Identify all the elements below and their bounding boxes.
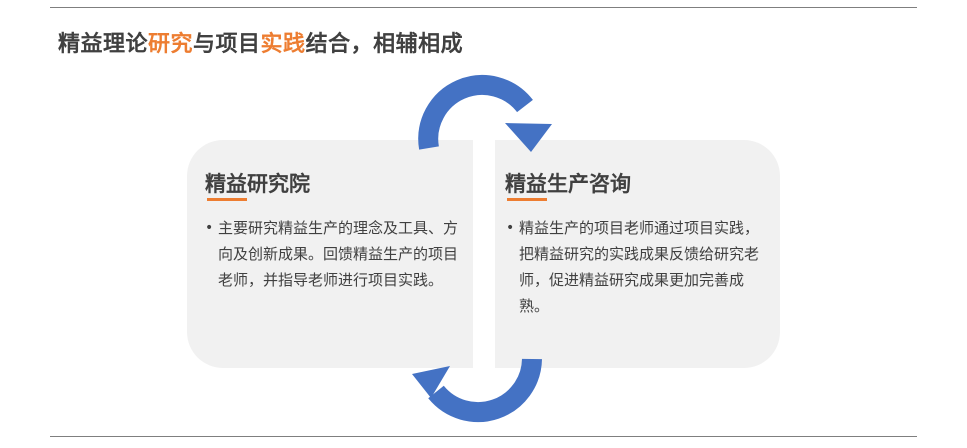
title-part-5: 结合，相辅相成 xyxy=(305,32,464,57)
heading-underline xyxy=(507,198,547,201)
bottom-divider xyxy=(50,436,917,437)
bullet-item: • 主要研究精益生产的理念及工具、方向及创新成果。回馈精益生产的项目老师，并指导… xyxy=(205,215,465,293)
title-part-1: 精益理论 xyxy=(58,32,149,57)
bullet-text: 精益生产的项目老师通过项目实践，把精益研究的实践成果反馈给研究老师，促进精益研究… xyxy=(519,219,760,315)
bullet-dot-icon: • xyxy=(205,220,214,236)
title-highlight-practice: 实践 xyxy=(260,32,306,57)
title-highlight-research: 研究 xyxy=(148,32,194,57)
card-lean-research-institute: 精益研究院 • 主要研究精益生产的理念及工具、方向及创新成果。回馈精益生产的项目… xyxy=(187,140,473,368)
heading-underline xyxy=(207,198,247,201)
bullet-item: • 精益生产的项目老师通过项目实践，把精益研究的实践成果反馈给研究老师，促进精益… xyxy=(506,215,766,319)
card-heading: 精益研究院 xyxy=(205,172,310,196)
bullet-text: 主要研究精益生产的理念及工具、方向及创新成果。回馈精益生产的项目老师，并指导老师… xyxy=(218,219,459,289)
title-part-3: 与项目 xyxy=(193,32,261,57)
page-title: 精益理论研究与项目实践结合，相辅相成 xyxy=(58,26,463,58)
bullet-dot-icon: • xyxy=(506,220,515,236)
card-lean-production-consulting: 精益生产咨询 • 精益生产的项目老师通过项目实践，把精益研究的实践成果反馈给研究… xyxy=(495,140,780,368)
bottom-curved-arrow-icon xyxy=(412,358,542,423)
top-divider xyxy=(50,7,917,8)
top-curved-arrow-icon xyxy=(418,75,552,152)
card-heading: 精益生产咨询 xyxy=(505,172,631,196)
